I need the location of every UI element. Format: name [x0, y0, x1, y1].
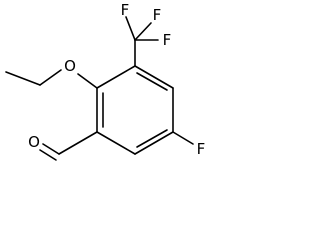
ring-double-bond-c2-c3	[136, 72, 168, 91]
molecule-structure-diagram: F F F O O F	[5, 1, 206, 161]
atom-f-top-right: F	[153, 6, 162, 24]
ethoxy-group	[5, 69, 98, 89]
ring-bond-c5-c6	[96, 131, 136, 155]
bond-ring-to-f	[172, 131, 194, 145]
atom-f-ring: F	[197, 140, 206, 158]
aldehyde-group	[39, 131, 98, 161]
bond-cf3-to-f-top-right	[134, 22, 152, 41]
atom-f-top-left: F	[121, 1, 130, 19]
ring-bond-c2-c3	[134, 65, 174, 89]
ring-bond-c1-c2	[96, 65, 136, 89]
bond-ether-o-to-ch2	[39, 69, 62, 86]
trifluoromethyl-group	[125, 16, 159, 67]
bond-cf3-to-f-top-left	[125, 16, 136, 41]
atom-o-ether: O	[64, 57, 76, 75]
bond-cho-c-o-2	[39, 149, 57, 161]
structure-canvas: F F F O O F	[5, 1, 206, 161]
benzene-ring	[96, 65, 174, 155]
bond-ring-to-ether-o	[77, 73, 98, 89]
atom-o-aldehyde: O	[28, 133, 40, 151]
bond-ch2-to-ch3	[5, 71, 41, 86]
bond-ring-to-cho	[58, 131, 98, 155]
atom-f-mid: F	[163, 31, 172, 49]
bond-cho-c-o-1	[42, 143, 60, 155]
ring-bond-c4-c5	[134, 131, 174, 155]
ring-double-bond-c4-c5	[136, 129, 168, 148]
